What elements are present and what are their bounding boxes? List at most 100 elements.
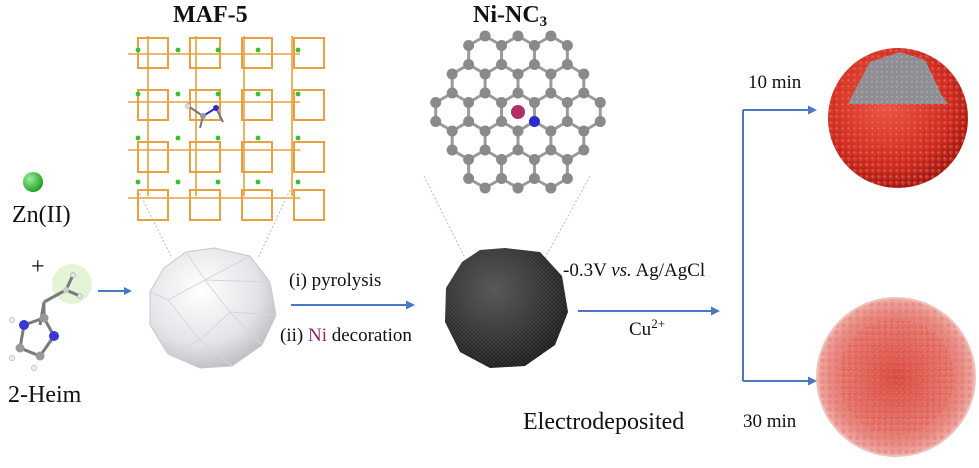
ni-nc3-title-main: Ni-NC	[473, 2, 540, 28]
methyl-highlight	[52, 264, 92, 304]
carbon-atom	[479, 182, 491, 194]
zn-node	[295, 47, 301, 53]
carbon-atom	[528, 59, 540, 70]
maf5-cage	[189, 189, 221, 221]
cu-particle-10min	[828, 48, 968, 188]
step-ni-decoration-prefix: (ii)	[280, 325, 308, 346]
carbon-atom	[561, 97, 573, 108]
2-heim-label: 2-Heim	[8, 382, 82, 408]
zn-node	[175, 47, 181, 53]
cu-ion-main: Cu	[629, 319, 652, 340]
zn-node	[135, 179, 141, 185]
carbon-atom	[561, 116, 573, 127]
ni-nc3-title: Ni-NC3	[473, 2, 547, 30]
maf5-particle	[149, 247, 277, 369]
carbon-atom	[545, 182, 557, 194]
projection-line	[544, 175, 591, 259]
carbon-atom	[496, 59, 508, 70]
maf5-lattice	[128, 36, 325, 221]
projection-line	[257, 189, 291, 259]
ni-nc3-structure	[430, 30, 606, 194]
carbon-atom	[528, 173, 540, 184]
electrodeposited-label: Electrodeposited	[523, 409, 685, 435]
maf5-title: MAF-5	[173, 2, 248, 28]
maf5-cage	[293, 89, 325, 121]
time-30min: 30 min	[743, 411, 797, 432]
step-ni-decoration-suffix: decoration	[326, 325, 412, 346]
zn-ion-label: Zn(II)	[12, 202, 71, 228]
zn-node	[135, 135, 141, 141]
maf5-cage	[137, 189, 169, 221]
arrows	[98, 105, 817, 386]
carbon-atom	[512, 144, 524, 156]
guest-molecule	[185, 103, 224, 129]
carbon-atom	[545, 125, 557, 137]
carbon-atom	[463, 40, 475, 51]
carbon-atom	[561, 59, 573, 70]
zn-node	[295, 179, 301, 185]
carbon-atom	[545, 87, 557, 99]
carbon-atom	[578, 87, 590, 99]
carbon-atom	[496, 154, 508, 165]
carbon-atom	[430, 97, 442, 108]
carbon-atom	[496, 173, 508, 184]
carbon-atom	[463, 154, 475, 165]
carbon-atom	[512, 68, 524, 80]
potential-vs: vs.	[611, 260, 632, 281]
projection-line	[423, 175, 466, 259]
maf5-cage	[293, 37, 325, 69]
zn-node	[215, 135, 221, 141]
carbon-atom	[463, 173, 475, 184]
zn-node	[255, 179, 261, 185]
step-ni-decoration-ni: Ni	[307, 325, 327, 346]
carbon-atom	[496, 116, 508, 127]
carbon-atom	[446, 125, 458, 137]
carbon-atom	[479, 125, 491, 137]
maf5-cage	[241, 141, 273, 173]
carbon-atom	[528, 40, 540, 51]
step-pyrolysis: (i) pyrolysis	[289, 270, 382, 291]
carbon-atom	[479, 30, 491, 42]
carbon-atom	[561, 173, 573, 184]
ni-nc3-particle	[445, 248, 568, 368]
carbon-atom	[545, 68, 557, 80]
projection-line	[137, 189, 173, 259]
carbon-atom	[496, 97, 508, 108]
zn-node	[255, 47, 261, 53]
carbon-atom	[463, 59, 475, 70]
zn-node	[215, 179, 221, 185]
maf5-cage	[241, 89, 273, 121]
carbon-atom	[528, 154, 540, 165]
potential-value: -0.3V	[563, 260, 612, 281]
nitrogen-atom	[528, 116, 540, 127]
potential-reference: Ag/AgCl	[631, 260, 706, 281]
maf5-framework	[128, 36, 325, 221]
carbon-atom	[430, 116, 442, 127]
carbon-atom	[512, 182, 524, 194]
carbon-atom	[512, 125, 524, 137]
carbon-atom	[594, 97, 606, 108]
cu-ion-charge: 2+	[651, 316, 666, 331]
carbon-atom	[479, 87, 491, 99]
carbon-atom	[561, 154, 573, 165]
carbon-atom	[528, 97, 540, 108]
carbon-atom	[561, 40, 573, 51]
maf5-cage	[137, 141, 169, 173]
zn-node	[135, 91, 141, 97]
zn-node	[215, 91, 221, 97]
maf5-cage	[189, 37, 221, 69]
carbon-atom	[446, 87, 458, 99]
carbon-atom	[446, 144, 458, 156]
plus-sign: +	[31, 254, 45, 280]
maf5-cage	[137, 37, 169, 69]
zn-node	[255, 135, 261, 141]
zn-node	[175, 91, 181, 97]
potential-label: -0.3V vs. Ag/AgCl	[563, 261, 705, 280]
zn-node	[295, 135, 301, 141]
carbon-atom	[463, 116, 475, 127]
maf5-cage	[137, 89, 169, 121]
carbon-atom	[545, 30, 557, 42]
maf5-cage	[241, 37, 273, 69]
carbon-atom	[479, 144, 491, 156]
